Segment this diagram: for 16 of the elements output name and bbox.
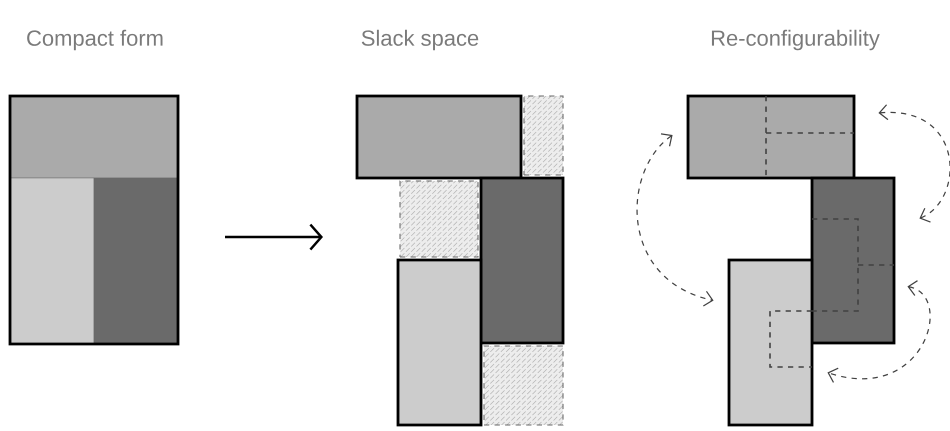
- block-outline: [8, 94, 180, 346]
- curved-arrow: [827, 280, 931, 383]
- block: [10, 96, 178, 178]
- block: [10, 178, 94, 344]
- panel-heading: Re-configurability: [712, 30, 880, 50]
- panel-heading: Slack space: [362, 30, 478, 50]
- curved-arrow: [878, 104, 950, 223]
- curved-arrow: [636, 133, 714, 306]
- block: [686, 94, 856, 180]
- block: [396, 258, 482, 426]
- block: [356, 94, 522, 180]
- panel-heading: Compact form: [27, 30, 162, 50]
- block: [810, 176, 896, 344]
- block: [94, 178, 178, 344]
- block: [728, 258, 814, 426]
- block: [480, 176, 564, 344]
